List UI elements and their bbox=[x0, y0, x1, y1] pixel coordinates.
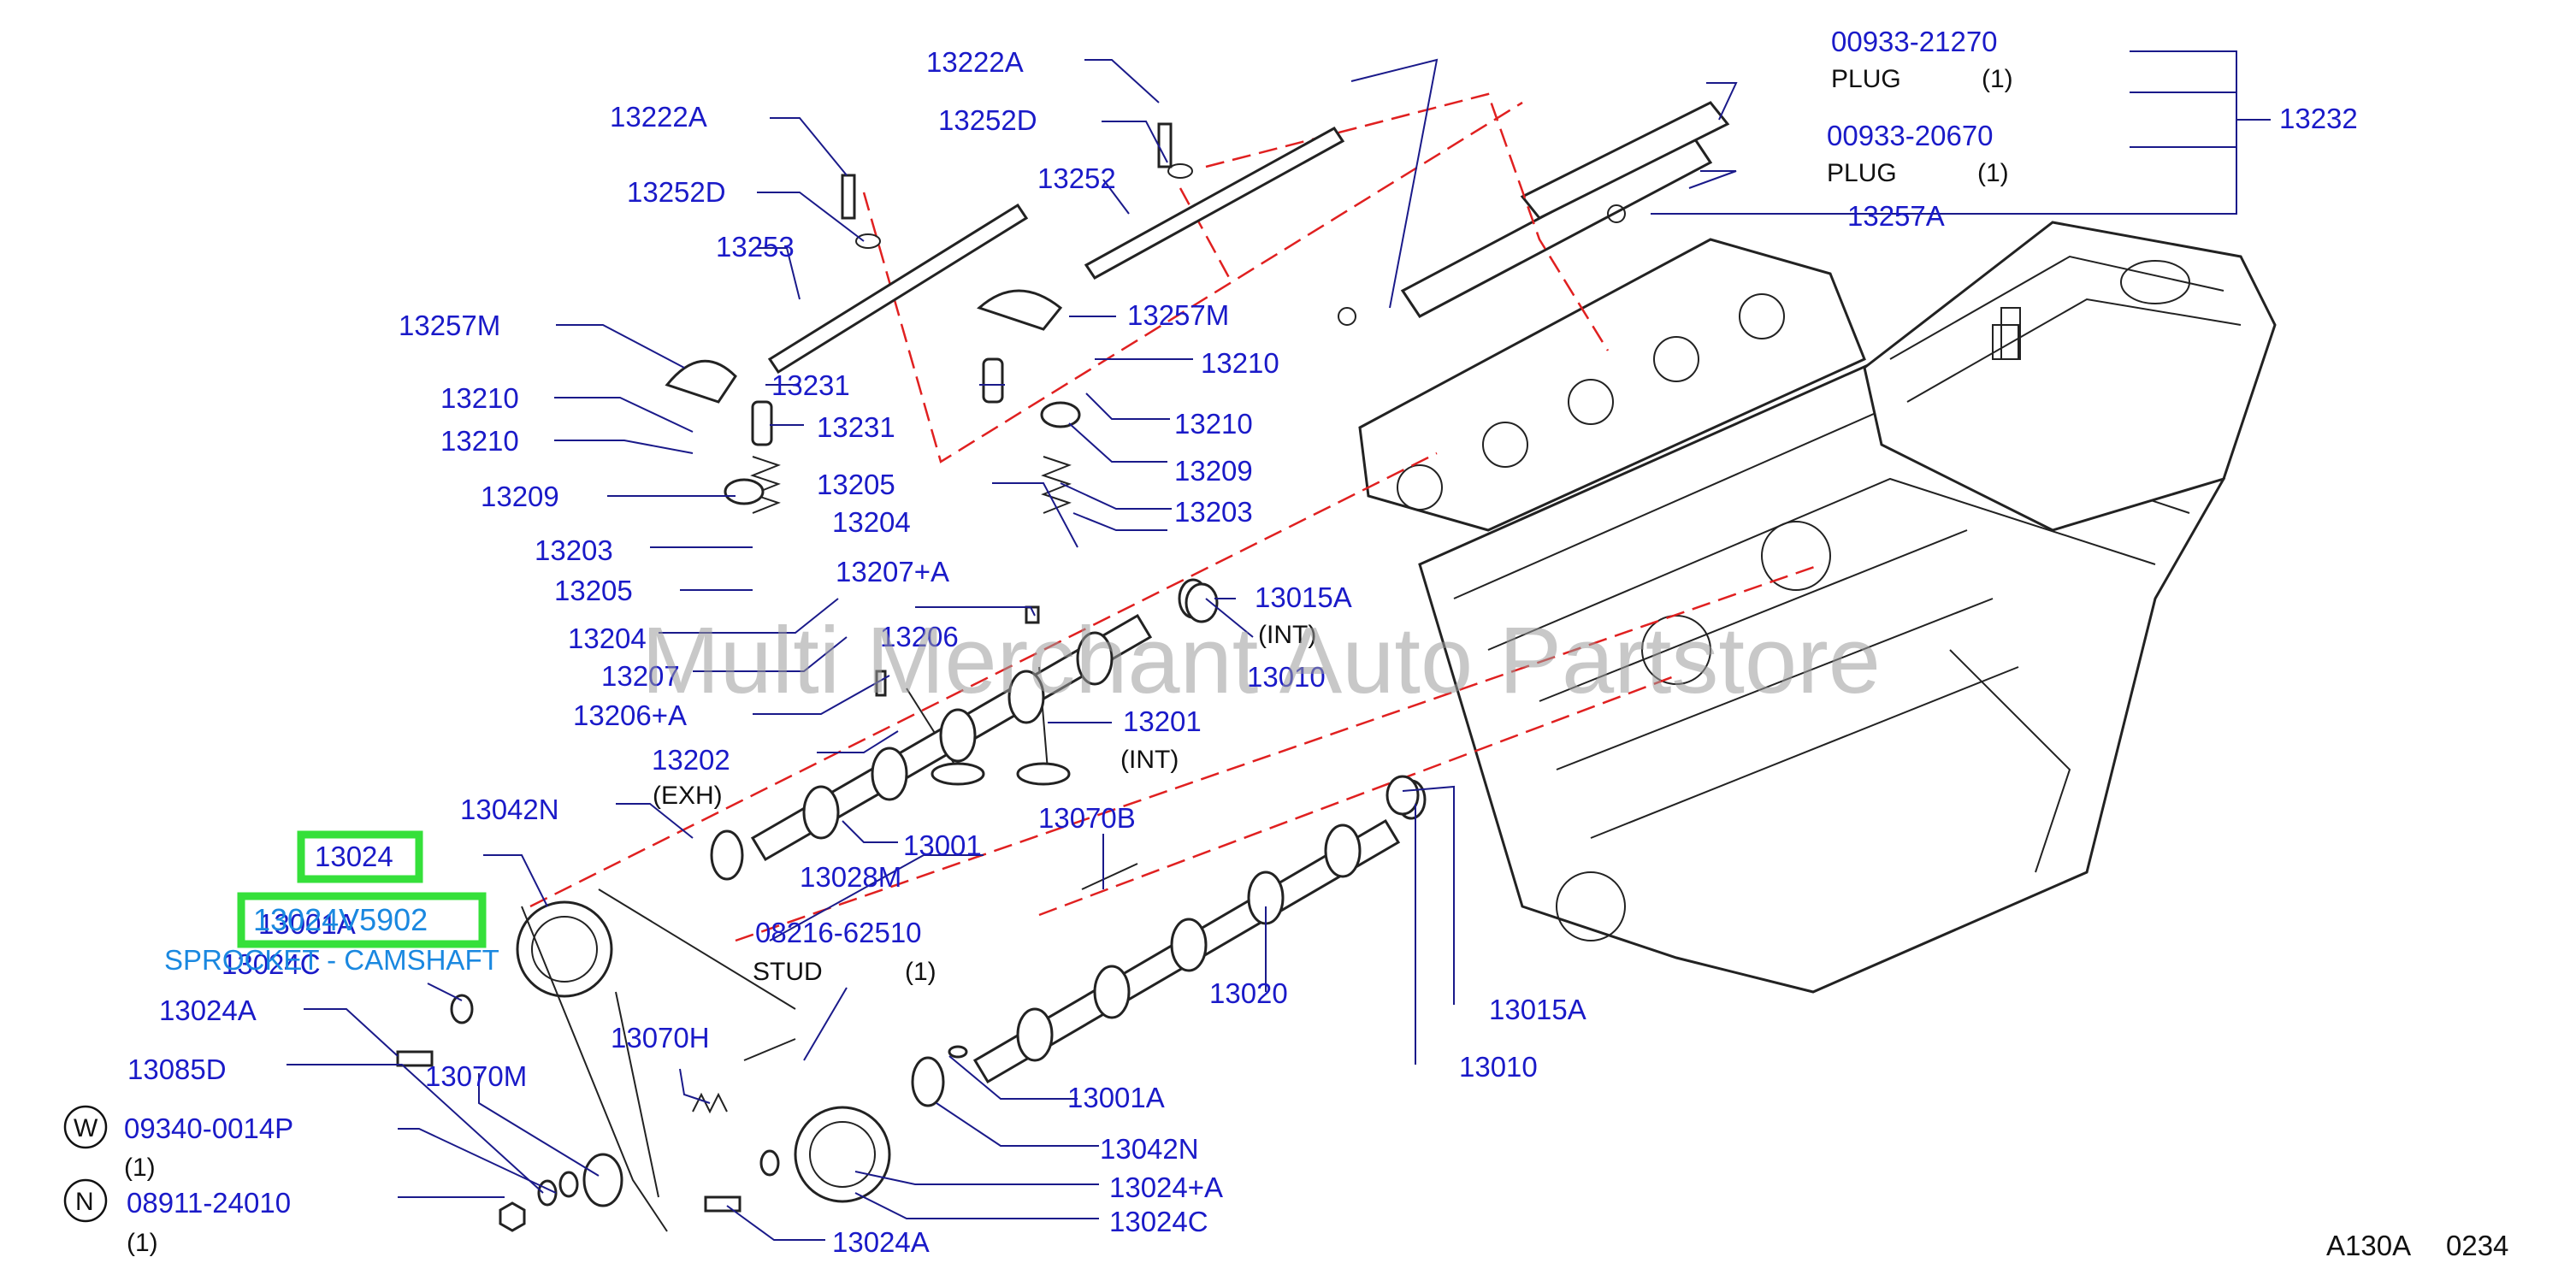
callout-13024a-left[interactable]: 13024A bbox=[159, 995, 257, 1026]
highlight-box-13024 bbox=[297, 830, 423, 883]
callout-13010-bottom[interactable]: 13010 bbox=[1459, 1051, 1538, 1083]
highlight-description: SPROCKET - CAMSHAFT bbox=[164, 944, 499, 976]
callout-13204-left[interactable]: 13204 bbox=[568, 623, 647, 654]
callout-13024c-left[interactable]: 13024C bbox=[222, 948, 321, 980]
callout-13042n-top[interactable]: 13042N bbox=[460, 794, 559, 825]
callout-13204-right[interactable]: 13204 bbox=[832, 506, 911, 538]
stud-name: STUD bbox=[753, 958, 823, 986]
callout-13210-c[interactable]: 13210 bbox=[1201, 347, 1279, 379]
plug-2-qty: (1) bbox=[1977, 159, 2009, 187]
callout-13232[interactable]: 13232 bbox=[2279, 103, 2358, 134]
exh-note: (EXH) bbox=[653, 782, 723, 810]
w-qty: (1) bbox=[124, 1154, 156, 1182]
callout-13001[interactable]: 13001 bbox=[903, 829, 982, 861]
plug-1-qty: (1) bbox=[1982, 65, 2013, 93]
n-qty: (1) bbox=[127, 1229, 158, 1257]
callout-13252d-left[interactable]: 13252D bbox=[627, 176, 726, 208]
callout-13001a-left[interactable]: 13001A bbox=[258, 908, 356, 940]
callout-13231-left[interactable]: 13231 bbox=[817, 411, 895, 443]
callout-13209-right[interactable]: 13209 bbox=[1174, 455, 1253, 487]
figure-number: 0234 bbox=[2446, 1230, 2508, 1261]
callout-13257a[interactable]: 13257A bbox=[1847, 200, 1945, 232]
callout-13210-d[interactable]: 13210 bbox=[1174, 408, 1253, 440]
callout-13201[interactable]: 13201 bbox=[1123, 705, 1202, 737]
callout-13020[interactable]: 13020 bbox=[1209, 977, 1288, 1009]
int-note-top: (INT) bbox=[1258, 621, 1316, 649]
plug-2-name: PLUG bbox=[1827, 159, 1897, 187]
w-symbol-letter: W bbox=[74, 1114, 98, 1142]
callout-13024a-plus[interactable]: 13024+A bbox=[1109, 1172, 1223, 1203]
callout-13207[interactable]: 13207 bbox=[601, 660, 680, 692]
callout-13206a[interactable]: 13206+A bbox=[573, 699, 687, 731]
callout-13024a-bottom[interactable]: 13024A bbox=[832, 1226, 930, 1258]
callout-13070b[interactable]: 13070B bbox=[1038, 802, 1136, 834]
callout-stud-part[interactable]: 08216-62510 bbox=[755, 917, 922, 948]
callout-13252d-right[interactable]: 13252D bbox=[938, 104, 1037, 136]
callout-13210-b[interactable]: 13210 bbox=[440, 425, 519, 457]
callout-13222a-left[interactable]: 13222A bbox=[610, 101, 707, 133]
callout-13070m[interactable]: 13070M bbox=[425, 1060, 527, 1092]
centerline-guides bbox=[529, 92, 1823, 942]
callout-n-part[interactable]: 08911-24010 bbox=[127, 1187, 291, 1219]
callout-13252[interactable]: 13252 bbox=[1037, 162, 1116, 194]
callout-13070h[interactable]: 13070H bbox=[611, 1022, 710, 1054]
callout-13257m-left[interactable]: 13257M bbox=[399, 310, 500, 341]
callout-labels: 13222A 13252D 13252 13222A 13252D 13253 … bbox=[63, 26, 2508, 1261]
valve-cover-illustration bbox=[1338, 101, 1730, 326]
callout-13253[interactable]: 13253 bbox=[716, 231, 795, 263]
callout-13001a-bottom[interactable]: 13001A bbox=[1067, 1082, 1165, 1113]
callout-13207a[interactable]: 13207+A bbox=[836, 556, 949, 587]
callout-13015a-top[interactable]: 13015A bbox=[1255, 581, 1352, 613]
plug-1-name: PLUG bbox=[1831, 65, 1901, 93]
camshaft-assembly-illustration bbox=[396, 122, 1427, 1232]
figure-reference: A130A bbox=[2326, 1230, 2411, 1261]
callout-13205-right[interactable]: 13205 bbox=[817, 469, 895, 500]
callout-13222a-right[interactable]: 13222A bbox=[926, 46, 1024, 78]
callout-13085d[interactable]: 13085D bbox=[127, 1054, 227, 1085]
callout-13257m-right[interactable]: 13257M bbox=[1127, 299, 1229, 331]
callout-13231-right[interactable]: 13231 bbox=[771, 369, 850, 401]
int-note-valve: (INT) bbox=[1120, 746, 1179, 774]
callout-13024c-bottom[interactable]: 13024C bbox=[1109, 1206, 1208, 1237]
w-symbol-circle bbox=[63, 1105, 108, 1149]
engine-block-illustration bbox=[1358, 221, 2277, 994]
callout-13015a-bottom[interactable]: 13015A bbox=[1489, 994, 1586, 1025]
callout-13028m[interactable]: 13028M bbox=[800, 861, 901, 893]
callout-13209-left[interactable]: 13209 bbox=[481, 481, 559, 512]
callout-13210-a[interactable]: 13210 bbox=[440, 382, 519, 414]
callout-w-part[interactable]: 09340-0014P bbox=[124, 1113, 293, 1144]
callout-plug-2-part[interactable]: 00933-20670 bbox=[1827, 120, 1994, 151]
callout-13010-top[interactable]: 13010 bbox=[1247, 661, 1326, 693]
stud-qty: (1) bbox=[905, 958, 936, 986]
n-symbol-letter: N bbox=[75, 1188, 94, 1216]
callout-13206[interactable]: 13206 bbox=[880, 621, 959, 652]
callout-plug-1-part[interactable]: 00933-21270 bbox=[1831, 26, 1998, 57]
callout-13205-left[interactable]: 13205 bbox=[554, 575, 633, 606]
leader-lines bbox=[287, 50, 2271, 1241]
watermark-text: Multi Merchant Auto Partstore bbox=[641, 608, 1881, 713]
callout-13203-left[interactable]: 13203 bbox=[535, 534, 613, 566]
callout-13024-highlighted[interactable]: 13024 bbox=[315, 841, 393, 872]
highlight-box-13024v5902 bbox=[237, 892, 487, 948]
highlight-alt-part-number[interactable]: 13024V5902 bbox=[253, 902, 428, 937]
callout-13203-right[interactable]: 13203 bbox=[1174, 496, 1253, 528]
n-symbol-circle bbox=[63, 1178, 108, 1223]
callout-13202[interactable]: 13202 bbox=[652, 744, 730, 776]
callout-13042n-bottom[interactable]: 13042N bbox=[1100, 1133, 1199, 1165]
